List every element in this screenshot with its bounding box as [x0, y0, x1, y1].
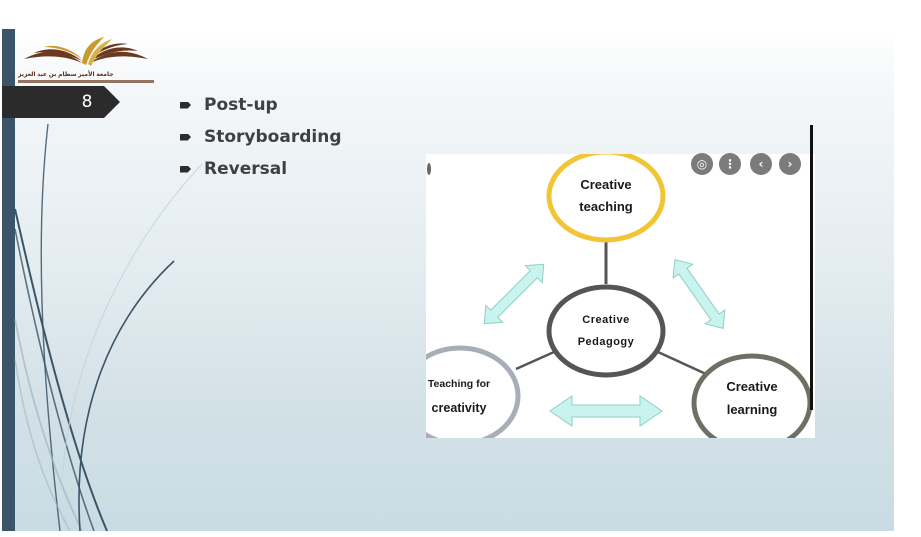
creative-pedagogy-diagram[interactable]: Creative teaching Creative Pedagogy Teac… [426, 154, 815, 438]
bullet-text: Storyboarding [204, 127, 342, 147]
double-arrow-right [672, 258, 726, 330]
slide: جامعة الأمير سطام بن عبد العزيز 8 Post-u… [2, 29, 894, 531]
arrow-bullet-icon [180, 165, 191, 173]
node-center-circle [546, 284, 666, 378]
connector-left [515, 350, 555, 371]
logo-english-text-line [18, 80, 154, 83]
bullet-list: Post-up Storyboarding Reversal [180, 89, 342, 185]
arrow-bullet-icon [180, 133, 191, 141]
bullet-item: Post-up [180, 89, 342, 121]
lens-icon: ◎ [696, 157, 708, 171]
node-center-line2: Pedagogy [577, 336, 635, 348]
node-left-circle [426, 345, 521, 438]
double-arrow-bottom [549, 395, 663, 427]
node-top-label: Creative teaching [549, 174, 663, 218]
bullet-item: Storyboarding [180, 121, 342, 153]
slide-number: 8 [81, 92, 93, 112]
viewer-scroll-edge [810, 125, 813, 410]
node-right-line1: Creative [726, 379, 778, 394]
node-left-line2: creativity [431, 401, 487, 415]
bullet-text: Reversal [204, 159, 288, 179]
chevron-right-icon: › [787, 157, 793, 171]
node-top-circle [546, 154, 666, 243]
bullet-text: Post-up [204, 95, 278, 115]
slide-sidebar-bar [2, 29, 15, 531]
chevron-left-icon: ‹ [758, 157, 764, 171]
slide-number-tab [2, 86, 120, 118]
connector-right [657, 350, 707, 376]
node-center-label: Creative Pedagogy [549, 309, 663, 353]
node-center-line1: Creative [582, 314, 630, 326]
double-arrow-left [483, 263, 545, 325]
node-right-label: Creative learning [706, 375, 798, 421]
node-top-line2: teaching [579, 199, 633, 214]
university-logo-icon [24, 37, 148, 66]
arrow-bullet-icon [180, 101, 191, 109]
node-left-label: Teaching for creativity [426, 372, 504, 420]
node-left-line1: Teaching for [427, 378, 491, 390]
node-right-line2: learning [726, 402, 778, 417]
node-top-line1: Creative [580, 177, 632, 192]
diagram-graphic [426, 154, 813, 438]
bullet-item: Reversal [180, 153, 342, 185]
decorative-curves [14, 123, 203, 531]
next-button[interactable]: › [779, 153, 801, 175]
logo-arabic-text: جامعة الأمير سطام بن عبد العزيز [18, 72, 114, 78]
more-options-button[interactable]: ⋮ [719, 153, 741, 175]
kebab-menu-icon: ⋮ [724, 157, 736, 171]
lens-button[interactable]: ◎ [691, 153, 713, 175]
viewer-edge-mark [427, 163, 431, 175]
previous-button[interactable]: ‹ [750, 153, 772, 175]
